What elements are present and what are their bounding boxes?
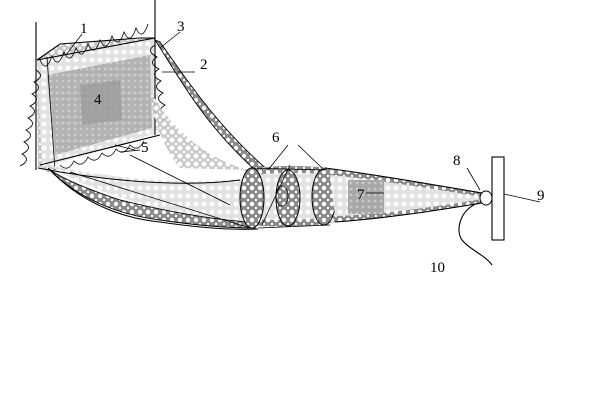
inner-line-a: [129, 154, 231, 206]
funnel-interior: [48, 165, 255, 225]
inner-line-c: [114, 144, 136, 151]
leader-5: [119, 149, 141, 153]
leader-9: [503, 193, 541, 203]
leader-8: [466, 167, 481, 191]
rope: [458, 202, 493, 266]
inner-line-b: [69, 171, 251, 229]
box-inner-panel: [80, 80, 122, 125]
leader-3: [159, 31, 181, 49]
stake: [491, 156, 505, 241]
tail-top-line: [249, 167, 326, 171]
label-1: 1: [80, 21, 88, 37]
label-5: 5: [141, 140, 149, 156]
label-10: 10: [430, 260, 445, 276]
codend-bottom: [335, 198, 488, 222]
throat-line: [261, 164, 291, 226]
label-9: 9: [537, 188, 545, 204]
top-hoops: [39, 23, 149, 67]
leader-1: [65, 33, 83, 56]
label-8: 8: [453, 153, 461, 169]
codend-block: [348, 180, 384, 214]
label-3: 3: [177, 19, 185, 35]
funnel-top-edge: [37, 167, 241, 184]
leader-6a: [267, 144, 289, 171]
hoop-throat: [275, 185, 289, 207]
label-7: 7: [357, 187, 365, 203]
end-ring: [479, 190, 493, 206]
leader-6b: [297, 144, 323, 169]
funnel-upper-panel: [150, 90, 248, 170]
funnel-belly: [49, 169, 256, 229]
codend-top-edge: [324, 167, 489, 195]
box-inner-post: [46, 56, 56, 171]
tail-bottom-line: [257, 224, 331, 229]
label-6: 6: [272, 130, 280, 146]
label-2: 2: [200, 57, 208, 73]
codend-top: [325, 168, 488, 198]
codend-bottom-edge: [334, 201, 489, 223]
bottom-hoops: [59, 140, 145, 169]
box-bottom-edge: [39, 134, 161, 166]
funnel-bottom-edge: [47, 167, 259, 230]
left-hoops: [19, 69, 41, 167]
label-4: 4: [94, 92, 102, 108]
hoop-1: [239, 167, 265, 229]
